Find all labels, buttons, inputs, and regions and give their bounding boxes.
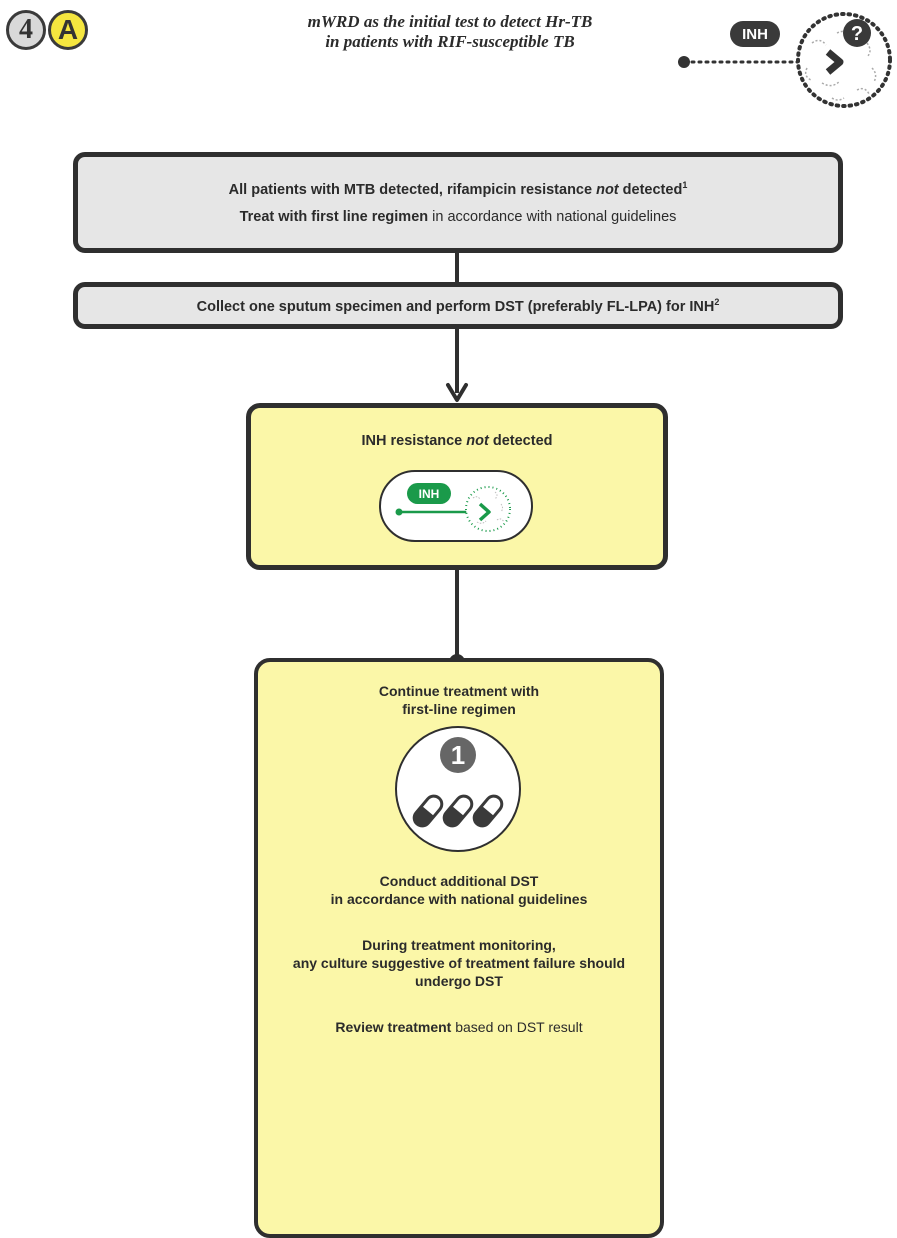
inh-green-label: INH: [419, 487, 440, 501]
inh-effective-icon-frame: INH: [379, 470, 533, 542]
inh-pill-badge: [730, 21, 780, 47]
regimen-number-circle: [440, 737, 476, 773]
arrow-down-icon: [446, 383, 468, 402]
arrow-head-icon: [825, 49, 844, 75]
review-treatment-text: Review treatment based on DST result: [335, 1019, 583, 1035]
regimen-number: 1: [451, 740, 465, 770]
all-patients-text: All patients with MTB detected, rifampic…: [228, 179, 688, 198]
bacterium-circle-icon: [796, 12, 892, 108]
box-all-patients: All patients with MTB detected, rifampic…: [73, 152, 843, 253]
capsule-icons: [412, 794, 504, 828]
inh-green-badge: [407, 483, 451, 504]
box-collect-specimen: Collect one sputum specimen and perform …: [73, 282, 843, 329]
treat-first-line-text: Treat with first line regimen in accorda…: [239, 209, 677, 226]
inh-effective-icon: INH: [395, 483, 511, 532]
inh-label: INH: [742, 26, 768, 43]
monitoring-text: During treatment monitoring, any culture…: [292, 937, 626, 989]
first-line-pills-icon: 1: [395, 726, 521, 852]
conduct-dst-text: Conduct additional DST in accordance wit…: [330, 873, 588, 907]
title-line-1: mWRD as the initial test to detect Hr-TB: [307, 12, 593, 31]
box-inh-not-detected: INH resistance not detected INH: [246, 403, 668, 570]
inh-drug-target-icon: INH ?: [678, 12, 892, 108]
inh-not-detected-title: INH resistance not detected: [361, 433, 553, 449]
title-line-2: in patients with RIF-susceptible TB: [325, 32, 575, 51]
connector-inh-continue: [455, 570, 459, 662]
dot-start-icon: [678, 56, 690, 68]
continue-treatment-title: Continue treatment with first-line regim…: [378, 683, 540, 717]
connector-top: [455, 253, 459, 282]
page-title: mWRD as the initial test to detect Hr-TB…: [240, 12, 660, 52]
step-letter-badge: A: [48, 10, 88, 50]
box-continue-treatment: Continue treatment with first-line regim…: [254, 658, 664, 1238]
connector-collect-inh: [455, 329, 459, 393]
step-number-badge: 4: [6, 10, 46, 50]
green-arrow-head-icon: [478, 502, 491, 522]
collect-specimen-text: Collect one sputum specimen and perform …: [196, 296, 720, 315]
question-circle-icon: [843, 19, 871, 47]
question-mark: ?: [851, 23, 863, 45]
